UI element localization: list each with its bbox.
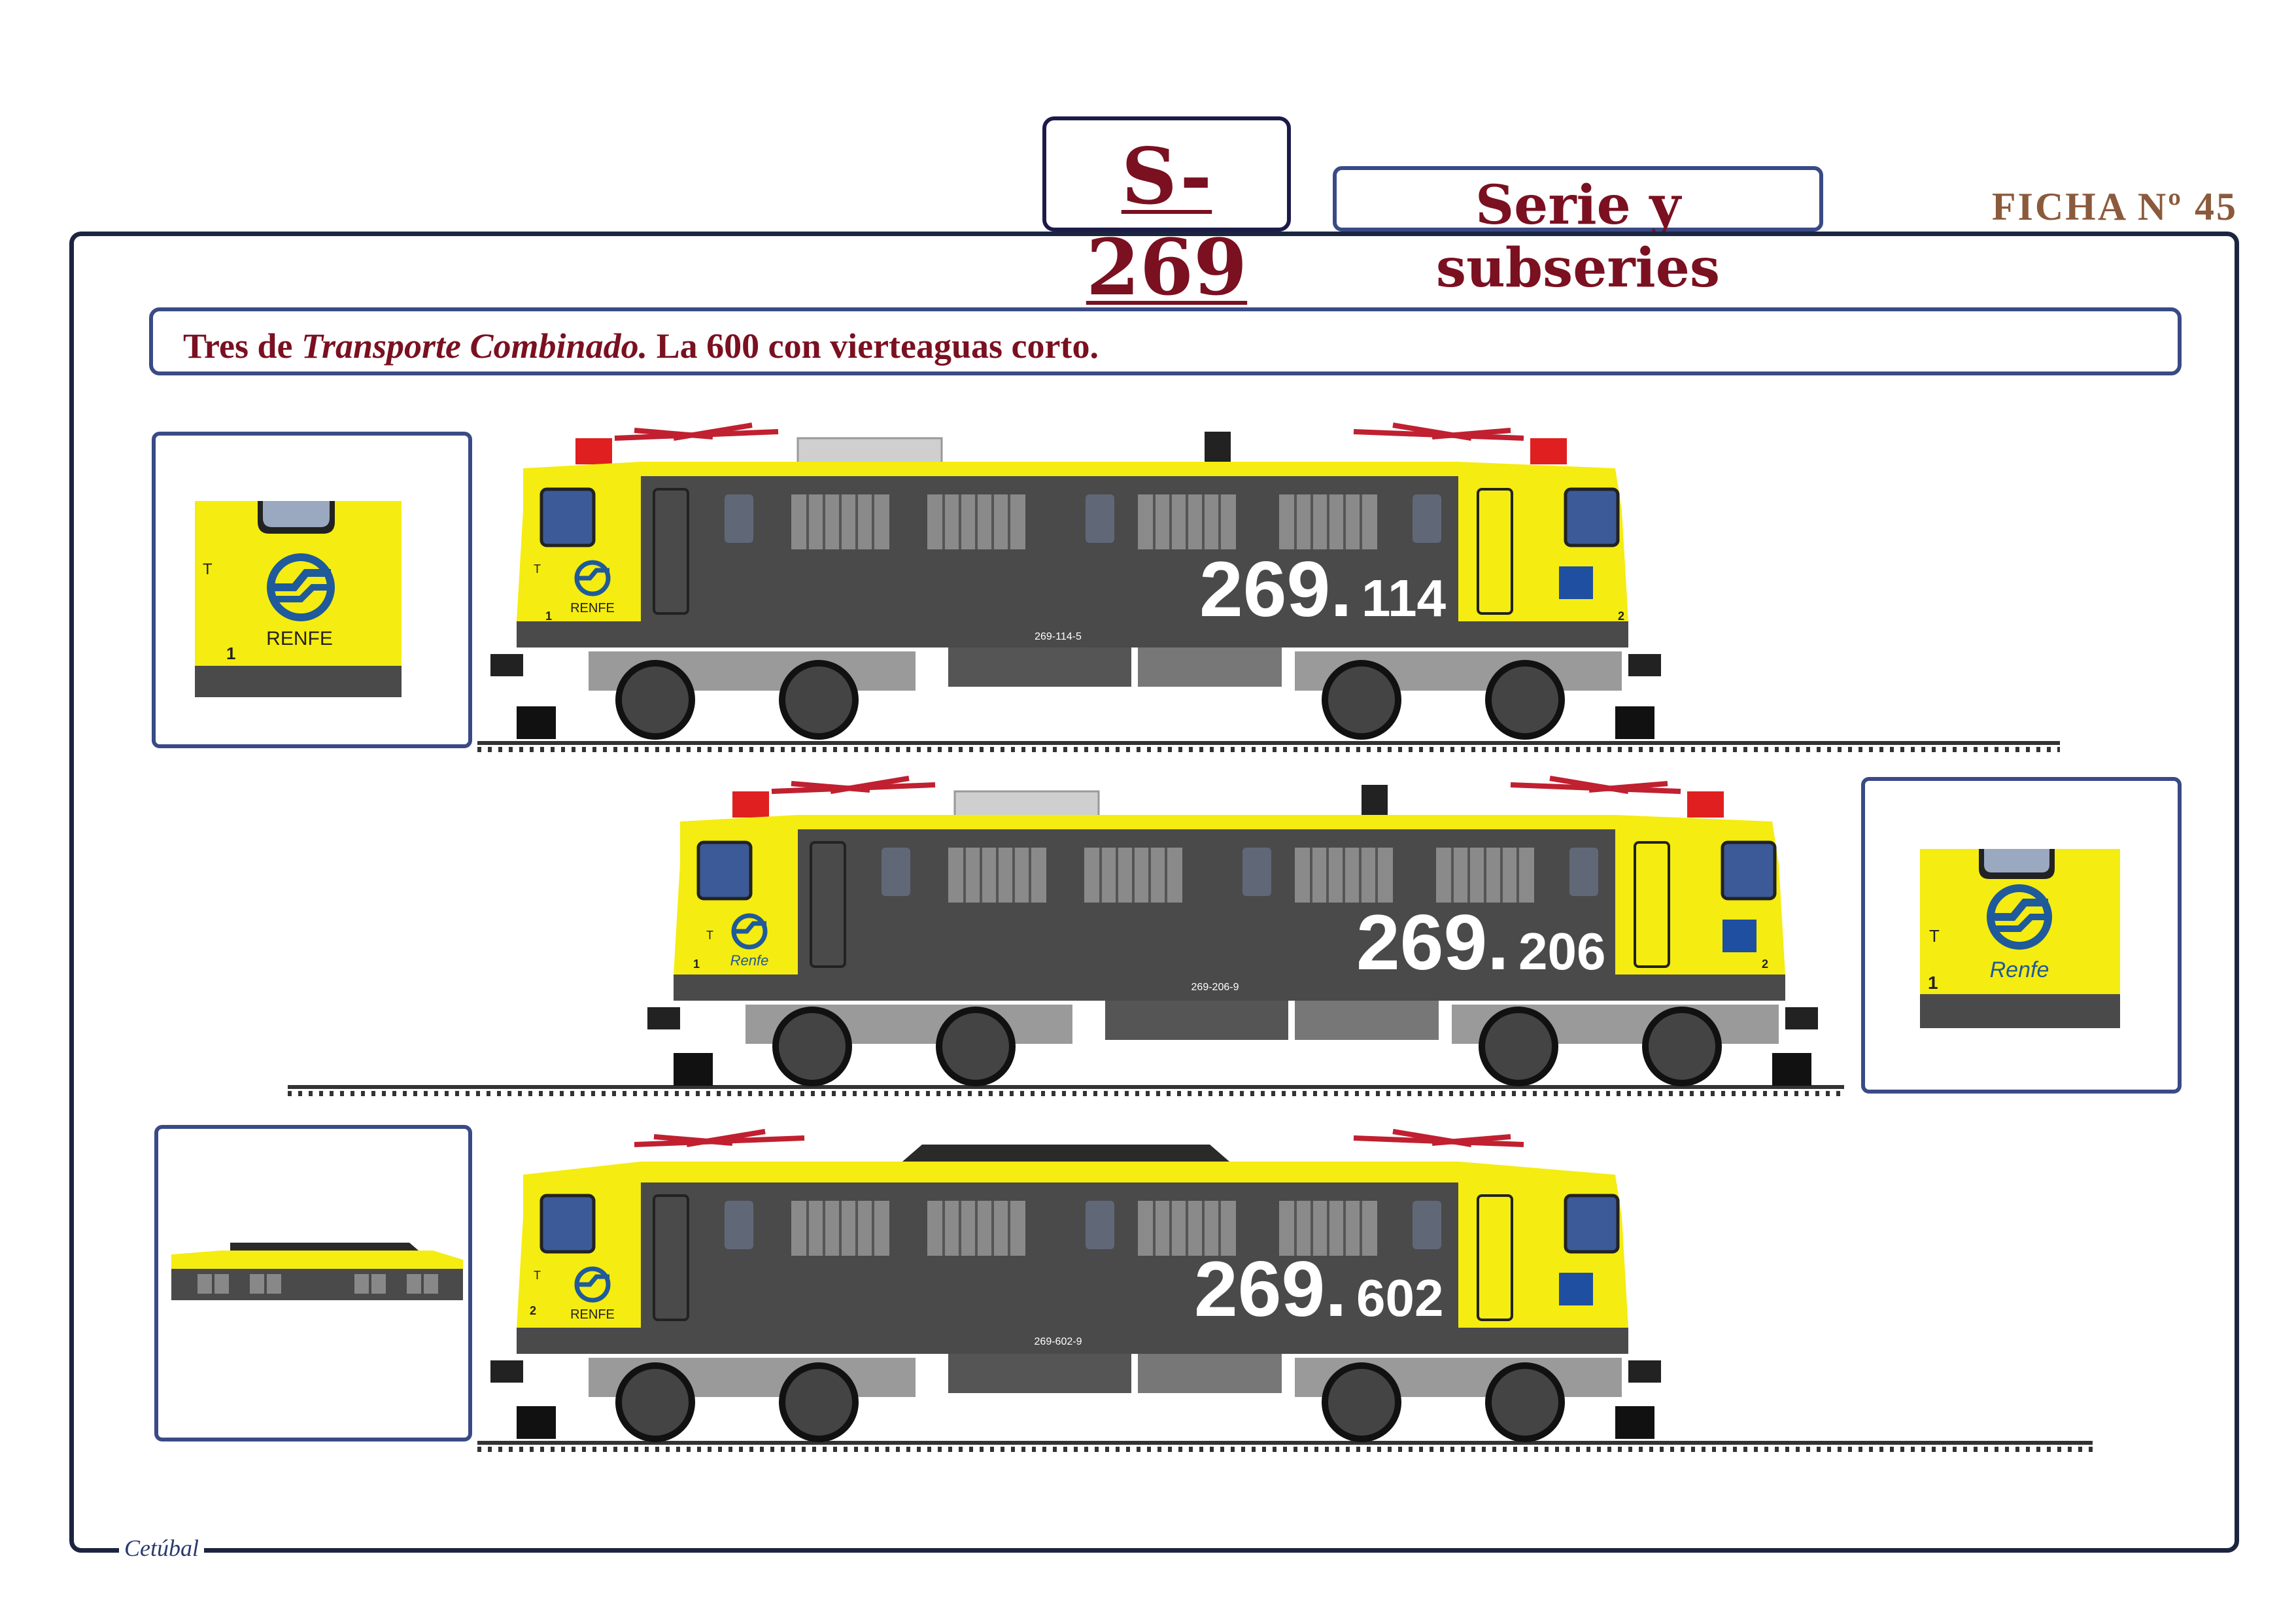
- caption-part-3: La 600 con vierteaguas corto.: [647, 326, 1099, 366]
- inset-logo-text: Renfe: [1990, 958, 2049, 982]
- loco-t-label: T: [534, 1269, 541, 1282]
- inset-cab-drawing-1: RENFE T 1: [195, 501, 402, 697]
- pantograph-right-icon: [1510, 776, 1681, 794]
- renfe-logo-icon: [731, 913, 768, 950]
- renfe-logo-icon: [267, 553, 335, 621]
- loco-number-main: 269.: [1199, 545, 1352, 633]
- locomotive-269-114: RENFE T 1 2 269. 114 269-114-5: [477, 423, 2060, 752]
- pantograph-right-icon: [1353, 1129, 1524, 1147]
- loco-t-label: T: [706, 929, 713, 942]
- author-signature: Cetúbal: [119, 1534, 204, 1562]
- caption-text: Tres de Transporte Combinado. La 600 con…: [183, 326, 1099, 366]
- bogie-left: [745, 1005, 1072, 1086]
- bogie-left: [589, 651, 916, 740]
- sheet-number: FICHA Nº 45: [1991, 185, 2238, 228]
- combined-transport-logo-icon: [1722, 920, 1756, 952]
- bogie-right: [1452, 1005, 1779, 1086]
- caption-box: Tres de Transporte Combinado. La 600 con…: [149, 307, 2182, 375]
- pantograph-left-icon: [614, 423, 779, 441]
- locomotive-269-602: RENFE T 2 269. 602 269-602-9: [477, 1129, 2093, 1452]
- main-frame: [69, 232, 2239, 1553]
- series-title-box: S-269: [1042, 116, 1291, 313]
- inset-cab-drawing-2: Renfe T 1: [1920, 849, 2120, 1028]
- caption-italic: Transporte Combinado.: [301, 326, 648, 366]
- roof-detail-drawing: [171, 1243, 463, 1300]
- loco-small-number: 269-602-9: [1035, 1336, 1082, 1347]
- inset-roof-detail: [154, 1125, 472, 1441]
- pantograph-left-icon: [771, 776, 936, 794]
- renfe-logo-icon: [574, 560, 611, 596]
- loco-number-suffix: 602: [1356, 1269, 1443, 1327]
- loco-small-number: 269-206-9: [1191, 982, 1239, 993]
- loco-cab-left-label: 2: [530, 1304, 536, 1317]
- loco-cab-left-label: 1: [693, 958, 700, 971]
- inset-t-label: T: [203, 561, 213, 578]
- section-title: Serie y subseries: [1435, 174, 1721, 300]
- loco-logo-text: RENFE: [570, 601, 615, 615]
- loco-logo-text: RENFE: [570, 1307, 615, 1322]
- inset-cab-front-2: Renfe T 1: [1861, 777, 2182, 1094]
- bogie-right: [1295, 1358, 1622, 1442]
- inset-cab-label: 1: [226, 644, 235, 663]
- combined-transport-logo-icon: [1559, 566, 1593, 599]
- pantograph-left-icon: [634, 1129, 805, 1147]
- loco-cab-right-label: 2: [1618, 610, 1624, 623]
- renfe-logo-icon: [574, 1266, 611, 1303]
- bogie-right: [1295, 651, 1622, 740]
- combined-transport-logo-icon: [1559, 1273, 1593, 1305]
- inset-logo-text: RENFE: [266, 628, 333, 649]
- locomotive-269-206: Renfe T 1 2 269. 206 269-206-9: [288, 776, 1844, 1096]
- loco-small-number: 269-114-5: [1035, 631, 1082, 642]
- loco-cab-left-label: 1: [545, 610, 552, 623]
- inset-cab-label: 1: [1928, 973, 1938, 993]
- loco-number-main: 269.: [1356, 899, 1509, 986]
- inset-t-label: T: [1929, 926, 1940, 946]
- loco-cab-right-label: 2: [1762, 958, 1768, 971]
- renfe-logo-icon: [1987, 884, 2052, 950]
- short-drip-rail: [902, 1145, 1229, 1162]
- loco-t-label: T: [534, 562, 541, 576]
- caption-part-1: Tres de: [183, 326, 301, 366]
- bogie-left: [589, 1358, 916, 1442]
- loco-number-suffix: 114: [1362, 569, 1447, 627]
- loco-logo-text: Renfe: [730, 952, 769, 969]
- loco-number-main: 269.: [1194, 1245, 1347, 1333]
- series-code: S-269: [1086, 131, 1248, 313]
- inset-cab-front-1: RENFE T 1: [152, 432, 472, 748]
- loco-number-suffix: 206: [1518, 922, 1605, 980]
- pantograph-right-icon: [1353, 423, 1524, 441]
- section-title-box: Serie y subseries: [1333, 166, 1823, 300]
